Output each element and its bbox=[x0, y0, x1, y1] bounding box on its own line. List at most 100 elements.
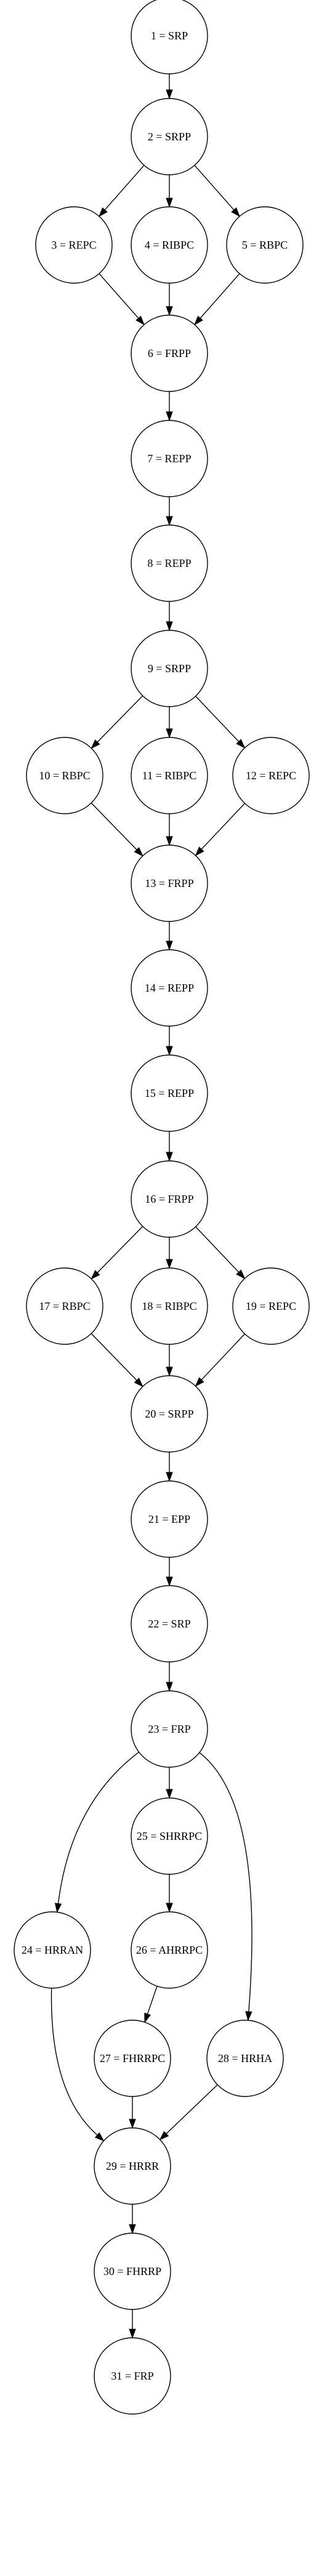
arrowhead bbox=[231, 207, 241, 217]
node-label: 3 = REPC bbox=[51, 239, 96, 251]
node-circle bbox=[131, 1160, 208, 1238]
edge-line bbox=[91, 802, 137, 850]
edge-11-to-13 bbox=[166, 814, 173, 846]
node-circle bbox=[26, 737, 103, 814]
edge-20-to-21 bbox=[166, 1452, 173, 1482]
arrowhead bbox=[236, 1269, 246, 1280]
node-15: 15 = REPP bbox=[131, 1054, 208, 1132]
node-label: 13 = FRPP bbox=[145, 877, 193, 889]
arrowhead bbox=[94, 2132, 105, 2141]
node-circle bbox=[131, 1797, 208, 1875]
node-24: 24 = HRRAN bbox=[14, 1911, 91, 1989]
edge-23-to-24 bbox=[54, 1751, 139, 1913]
node-label: 10 = RBPC bbox=[39, 769, 90, 782]
node-label: 17 = RBPC bbox=[39, 1300, 90, 1312]
edge-2-to-5 bbox=[194, 165, 241, 217]
edge-9-to-12 bbox=[195, 696, 246, 749]
node-label: 24 = HRRAN bbox=[22, 1944, 83, 1956]
arrowhead bbox=[144, 2012, 151, 2023]
node-5: 5 = RBPC bbox=[226, 206, 304, 284]
edge-28-to-29 bbox=[159, 2084, 218, 2141]
edge-13-to-14 bbox=[166, 921, 173, 951]
edge-line bbox=[97, 695, 143, 743]
edge-16-to-19 bbox=[195, 1226, 246, 1280]
edge-2-to-3 bbox=[98, 165, 145, 217]
node-22: 22 = SRP bbox=[131, 1585, 208, 1663]
node-circle bbox=[131, 420, 208, 497]
edge-22-to-23 bbox=[166, 1662, 173, 1692]
arrowhead bbox=[236, 739, 246, 749]
arrowhead bbox=[166, 1366, 173, 1377]
node-circle bbox=[131, 0, 208, 74]
edge-line bbox=[199, 1752, 252, 2012]
node-circle bbox=[226, 206, 304, 284]
edge-26-to-27 bbox=[144, 1986, 158, 2023]
node-1: 1 = SRP bbox=[131, 0, 208, 74]
node-circle bbox=[131, 1480, 208, 1558]
node-label: 5 = RBPC bbox=[242, 239, 288, 251]
node-label: 16 = FRPP bbox=[145, 1193, 193, 1205]
arrowhead bbox=[91, 739, 100, 749]
edge-3-to-6 bbox=[99, 273, 145, 326]
node-27: 27 = FHRRPC bbox=[94, 2020, 171, 2097]
node-label: 11 = RIBPC bbox=[142, 769, 197, 782]
edge-layer bbox=[50, 74, 252, 2339]
arrowhead bbox=[166, 1046, 173, 1056]
node-21: 21 = EPP bbox=[131, 1480, 208, 1558]
node-28: 28 = HRHA bbox=[206, 2020, 284, 2097]
edge-line bbox=[201, 803, 245, 850]
edge-23-to-25 bbox=[166, 1767, 173, 1799]
arrowhead bbox=[195, 846, 204, 856]
node-label: 29 = HRRR bbox=[106, 2160, 159, 2172]
arrowhead bbox=[166, 1789, 173, 1799]
arrowhead bbox=[166, 728, 173, 739]
arrowhead bbox=[134, 847, 143, 857]
arrowhead bbox=[166, 89, 173, 100]
node-circle bbox=[131, 1375, 208, 1453]
arrowhead bbox=[166, 1152, 173, 1162]
node-circle bbox=[94, 2127, 171, 2205]
node-10: 10 = RBPC bbox=[26, 737, 103, 814]
arrowhead bbox=[166, 198, 173, 208]
arrowhead bbox=[166, 1472, 173, 1482]
node-circle bbox=[131, 98, 208, 175]
arrowhead bbox=[166, 516, 173, 526]
node-circle bbox=[14, 1911, 91, 1989]
edge-4-to-6 bbox=[166, 283, 173, 316]
node-circle bbox=[131, 524, 208, 602]
node-3: 3 = REPC bbox=[35, 206, 113, 284]
edge-line bbox=[195, 1226, 240, 1273]
node-label: 28 = HRHA bbox=[218, 2052, 272, 2064]
edge-27-to-29 bbox=[129, 2097, 136, 2129]
node-25: 25 = SHRRPC bbox=[131, 1797, 208, 1875]
arrowhead bbox=[166, 1259, 173, 1269]
node-circle bbox=[35, 206, 113, 284]
edge-5-to-6 bbox=[193, 273, 240, 326]
node-label: 31 = FRP bbox=[111, 2370, 153, 2382]
node-11: 11 = RIBPC bbox=[131, 737, 208, 814]
arrowhead bbox=[166, 621, 173, 632]
edge-18-to-20 bbox=[166, 1344, 173, 1377]
arrowhead bbox=[166, 1682, 173, 1692]
edge-line bbox=[50, 1988, 98, 2136]
edge-line bbox=[147, 1986, 158, 2015]
node-18: 18 = RIBPC bbox=[131, 1267, 208, 1345]
edge-23-to-28 bbox=[199, 1752, 252, 2021]
node-label: 15 = REPP bbox=[145, 1087, 194, 1099]
node-label: 21 = EPP bbox=[148, 1513, 190, 1525]
node-13: 13 = FRPP bbox=[131, 845, 208, 922]
node-circle bbox=[131, 206, 208, 284]
node-circle bbox=[131, 1054, 208, 1132]
arrowhead bbox=[166, 941, 173, 951]
arrowhead bbox=[98, 207, 108, 217]
node-circle bbox=[131, 315, 208, 392]
edge-line bbox=[195, 696, 240, 742]
edge-16-to-18 bbox=[166, 1237, 173, 1269]
node-circle bbox=[131, 630, 208, 707]
edge-line bbox=[99, 273, 139, 319]
node-2: 2 = SRPP bbox=[131, 98, 208, 175]
node-9: 9 = SRPP bbox=[131, 630, 208, 707]
edge-line bbox=[57, 1751, 139, 1904]
